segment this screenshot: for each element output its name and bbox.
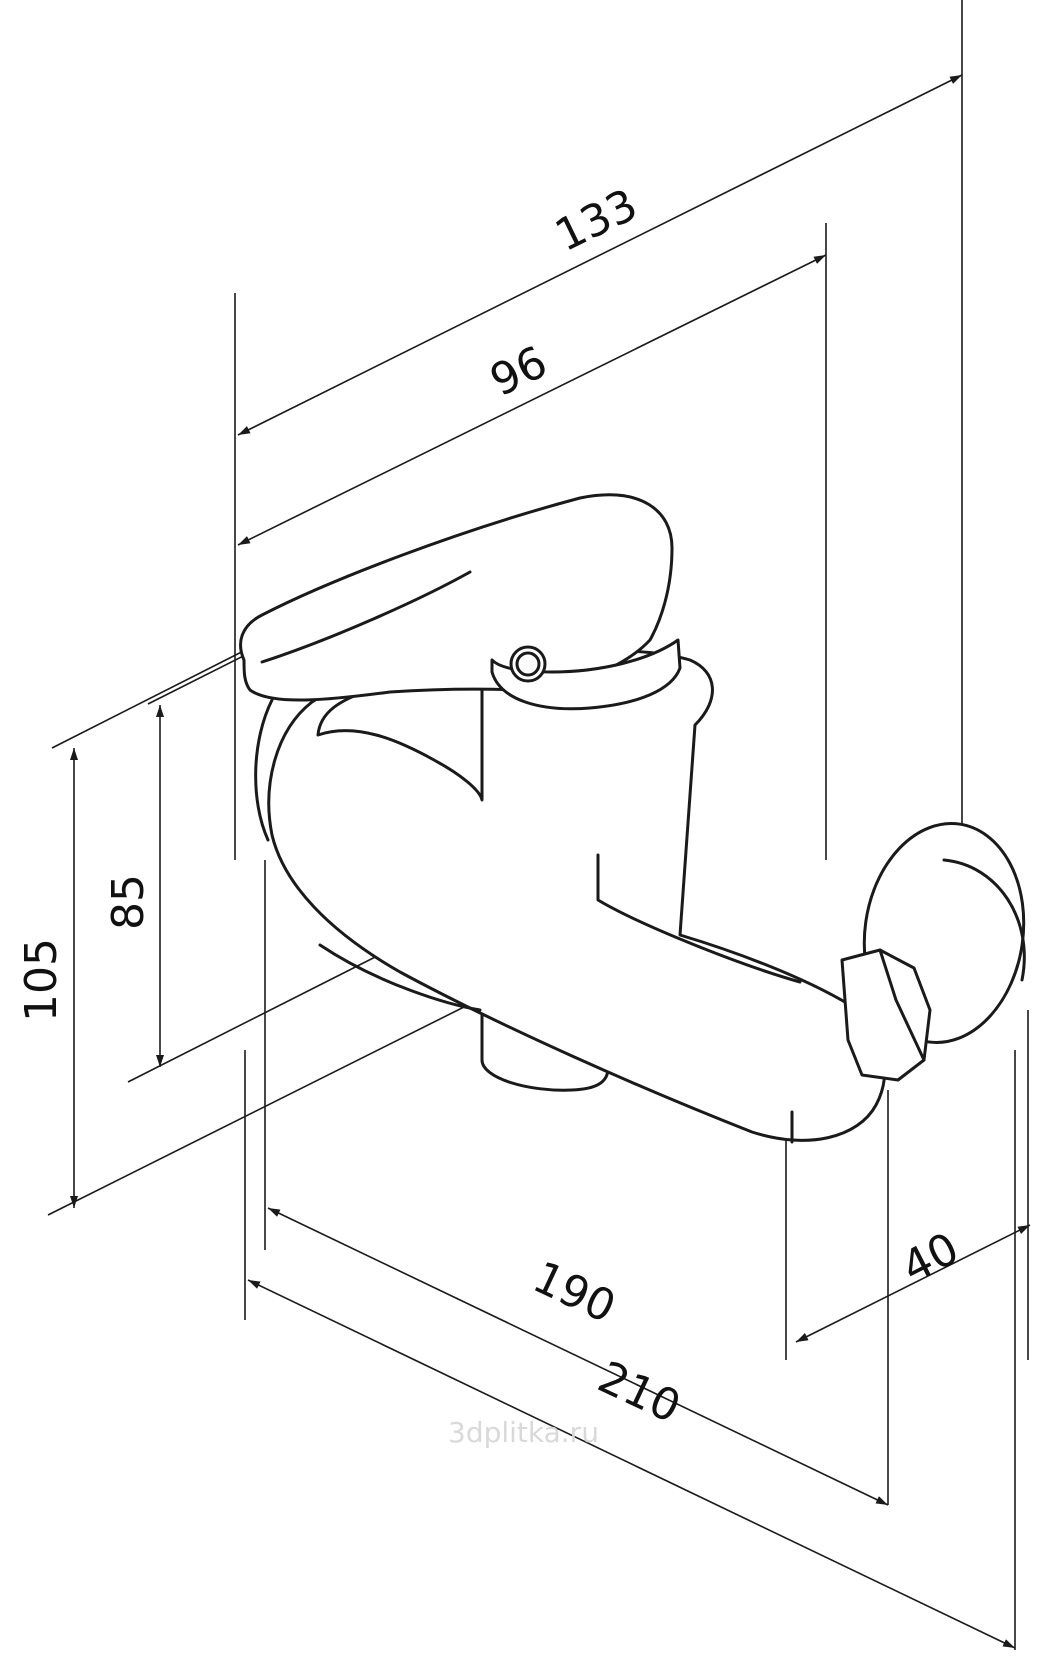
pivot-screw-head [515, 651, 541, 677]
body-side-curve [254, 698, 274, 842]
dim-line-96 [237, 254, 827, 546]
dim-label-40: 40 [894, 1223, 967, 1294]
dim-label-190: 190 [525, 1252, 623, 1334]
dim-label-105: 105 [16, 938, 67, 1022]
body-highlight-mid [596, 853, 802, 984]
wall-flange-rim [942, 858, 1026, 982]
lever-highlight [260, 570, 472, 664]
lever-handle [239, 493, 674, 702]
dim-line-210 [247, 1279, 1016, 1649]
faucet-illustration [239, 493, 1026, 1144]
dim-label-133: 133 [547, 179, 645, 262]
nut-edge [878, 948, 926, 1062]
dim-line-190 [267, 1207, 889, 1506]
dim-line-40 [795, 1224, 1031, 1343]
watermark: 3dplitka.ru [448, 1416, 599, 1449]
dim-line-133 [237, 74, 963, 436]
ext-line-bottom-105 [47, 999, 479, 1216]
dim-label-85: 85 [103, 874, 154, 930]
dimension-lines [70, 74, 1031, 1649]
dim-label-96: 96 [482, 336, 555, 406]
body-highlight-lower [318, 943, 482, 1012]
dim-label-210: 210 [590, 1352, 688, 1434]
